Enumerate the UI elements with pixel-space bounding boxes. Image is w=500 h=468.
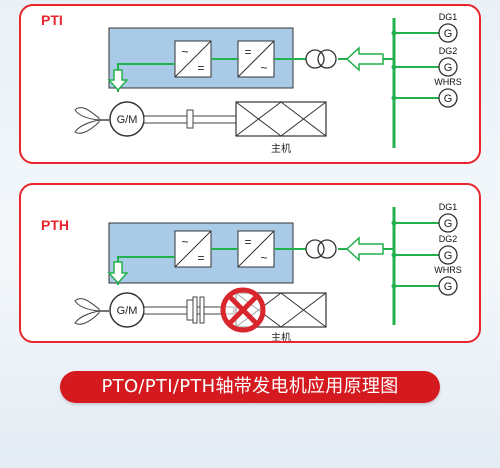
flow-arrow-left-icon	[345, 46, 384, 72]
gen-symbol: G	[444, 250, 453, 262]
clutch	[192, 296, 198, 324]
engine-label: 主机	[271, 331, 291, 343]
gen-symbol: G	[444, 28, 453, 40]
motor-label: G/M	[117, 305, 138, 317]
generator-whrs	[438, 88, 458, 108]
inverter-1-ac: ~	[181, 235, 188, 249]
generator-dg2	[438, 57, 458, 77]
generator-whrs	[438, 276, 458, 296]
engine-label: 主机	[271, 142, 291, 155]
motor-label: G/M	[117, 114, 138, 126]
flow-arrow-down-icon	[107, 261, 129, 285]
gen-symbol: G	[444, 93, 453, 105]
stop-icon	[220, 287, 266, 333]
pth-panel: PTH ~ = = ~ G G G DG1 DG2 WHRS	[19, 183, 481, 343]
flow-arrow-left-icon	[345, 236, 384, 262]
propeller-icon	[74, 107, 100, 134]
inverter-1-ac: ~	[181, 45, 188, 59]
inverter-2-dc: =	[244, 45, 251, 59]
inverter-1-dc: =	[197, 251, 204, 265]
transformer-icon	[305, 49, 325, 69]
generator-dg1	[438, 23, 458, 43]
gen-label-dg1: DG1	[439, 202, 458, 212]
gen-label-dg1: DG1	[439, 12, 458, 22]
generator-dg1	[438, 213, 458, 233]
gen-symbol: G	[444, 62, 453, 74]
gen-symbol: G	[444, 218, 453, 230]
transformer-icon	[305, 239, 325, 259]
pti-diagram: ~ = = ~ G G G DG1 DG2 WHRS	[74, 12, 462, 155]
diagram-caption: PTO/PTI/PTH轴带发电机应用原理图	[60, 371, 440, 403]
panel-title: PTH	[41, 217, 69, 233]
gen-label-dg2: DG2	[439, 234, 458, 244]
gen-symbol: G	[444, 281, 453, 293]
panel-title: PTI	[41, 12, 63, 28]
generator-dg2	[438, 245, 458, 265]
flow-arrow-down-icon	[107, 69, 129, 92]
gen-label-dg2: DG2	[439, 46, 458, 56]
gen-label-whrs: WHRS	[434, 77, 462, 87]
inverter-2-ac: ~	[260, 251, 267, 265]
inverter-2-ac: ~	[260, 61, 267, 75]
gen-label-whrs: WHRS	[434, 265, 462, 275]
inverter-1-dc: =	[197, 61, 204, 75]
pti-panel: PTI ~ = = ~ G G	[19, 4, 481, 164]
pth-diagram: ~ = = ~ G G G DG1 DG2 WHRS	[74, 202, 462, 343]
main-engine	[235, 101, 327, 137]
propeller-icon	[74, 298, 100, 325]
inverter-2-dc: =	[244, 235, 251, 249]
